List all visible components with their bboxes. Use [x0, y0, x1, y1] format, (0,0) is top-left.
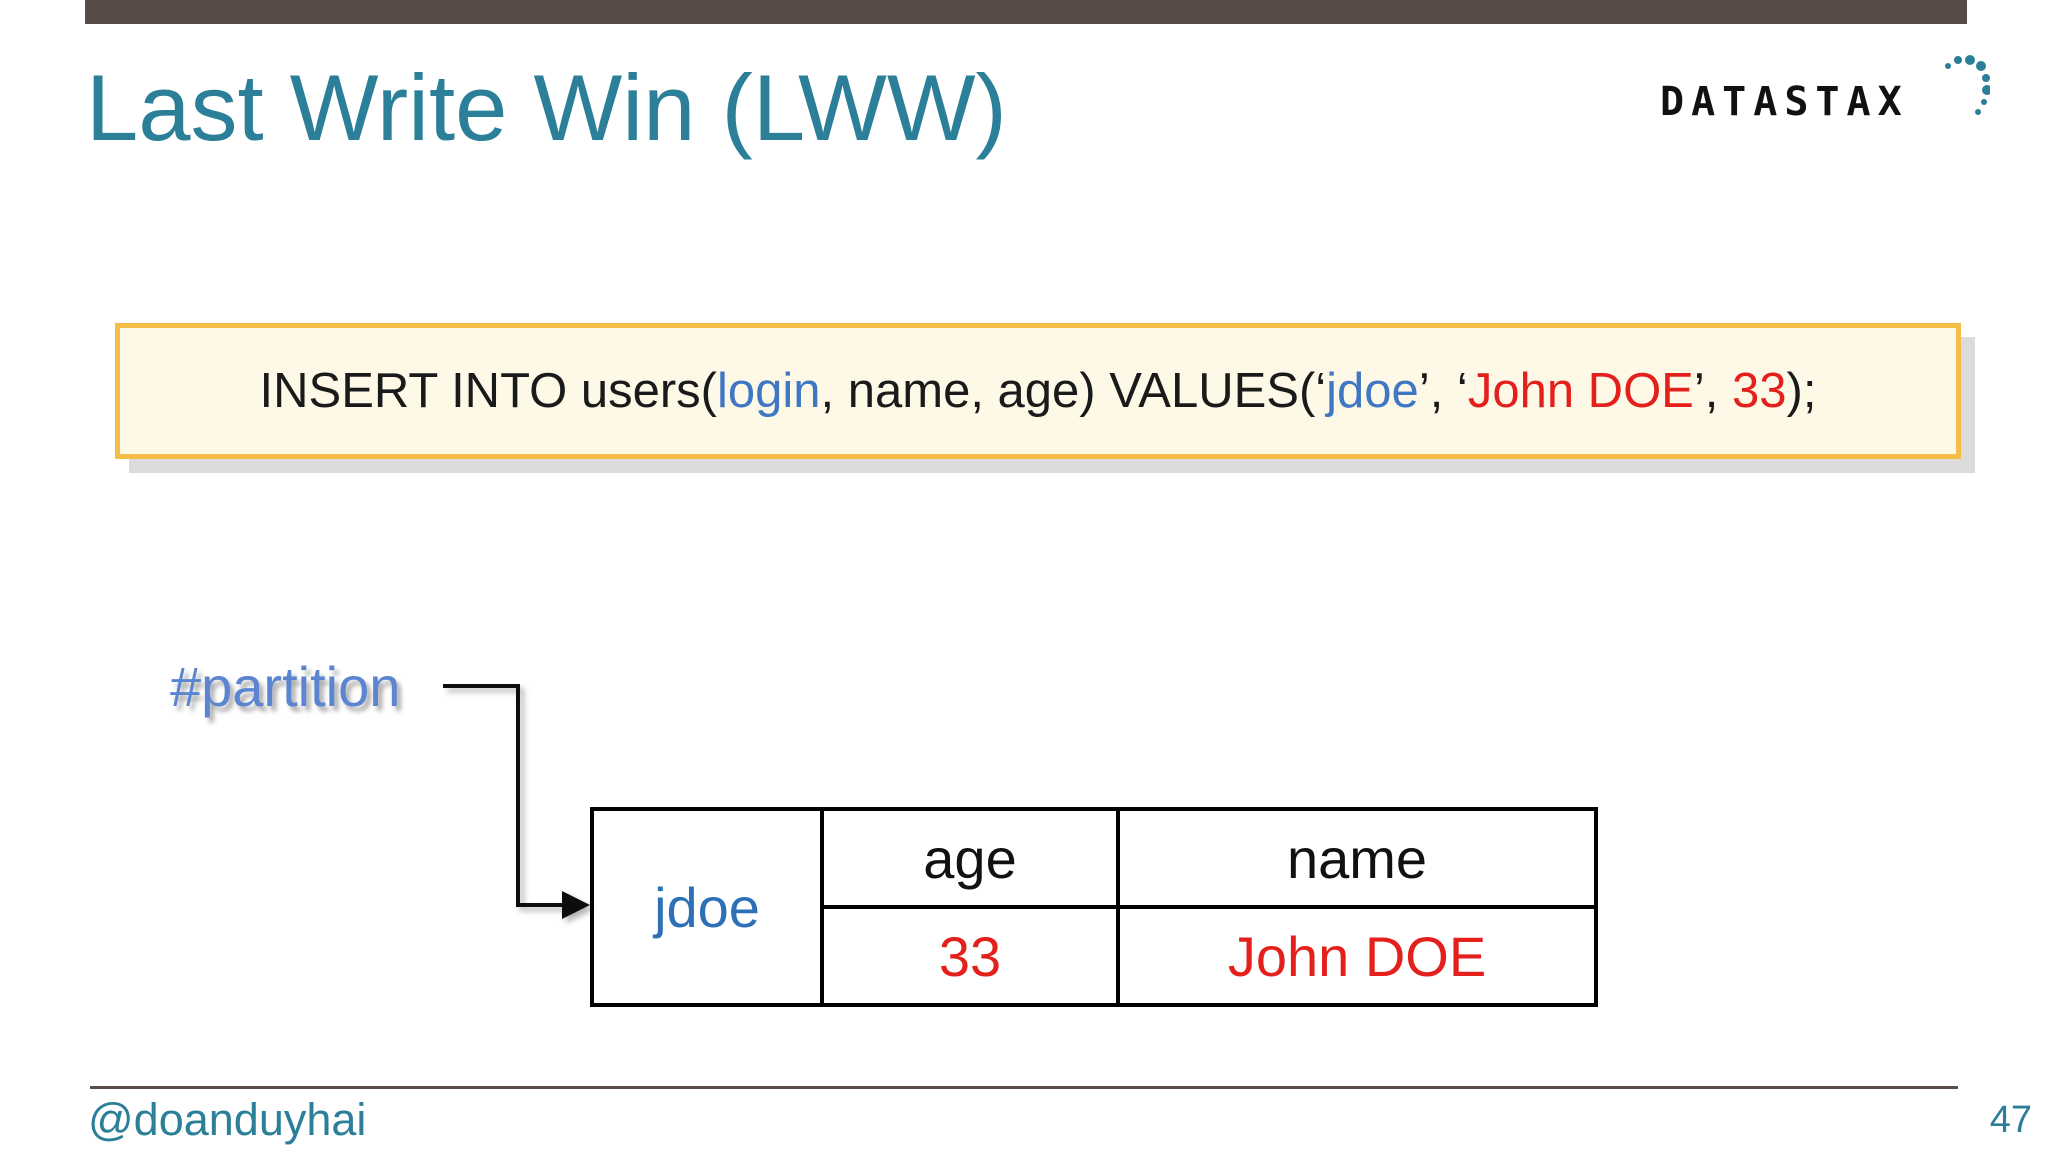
column-header-name: name [1116, 807, 1598, 909]
table-header-row: jdoe age name [590, 807, 1598, 1007]
partition-key-cell: jdoe [590, 807, 824, 1007]
statement-part-sep2: ’, [1693, 364, 1732, 418]
page-number: 47 [1989, 1099, 2032, 1141]
partition-label: #partition [170, 655, 401, 718]
statement-part-sep1: ’, ‘ [1418, 364, 1468, 418]
footer-divider [90, 1086, 1958, 1089]
statement-jdoe: jdoe [1326, 364, 1419, 418]
statement-part-insert: INSERT INTO users( [259, 364, 717, 418]
logo-text: DATASTAX [1660, 79, 1909, 125]
statement-john-doe: John DOE [1467, 364, 1694, 418]
column-header-age: age [820, 807, 1120, 909]
table-value-row: 33 John DOE [592, 905, 1598, 1007]
statement-text: INSERT INTO users(login, name, age) VALU… [260, 363, 1817, 419]
slide-title: Last Write Win (LWW) [86, 55, 1007, 160]
statement-age: 33 [1732, 364, 1787, 418]
value-age: 33 [820, 905, 1120, 1007]
statement-login: login [716, 364, 821, 418]
footer-handle: @doanduyhai [88, 1094, 367, 1145]
statement-part-columns: , name, age) VALUES(‘ [820, 364, 1327, 418]
top-bar [85, 0, 1967, 24]
statement-part-end: ); [1786, 364, 1817, 418]
partition-table: jdoe age name 33 John DOE [590, 807, 1598, 1007]
cql-statement-box: INSERT INTO users(login, name, age) VALU… [115, 323, 1961, 459]
datastax-logo: DATASTAX [1660, 50, 1990, 126]
logo-dots-icon [1945, 55, 1990, 115]
value-name: John DOE [1116, 905, 1598, 1007]
